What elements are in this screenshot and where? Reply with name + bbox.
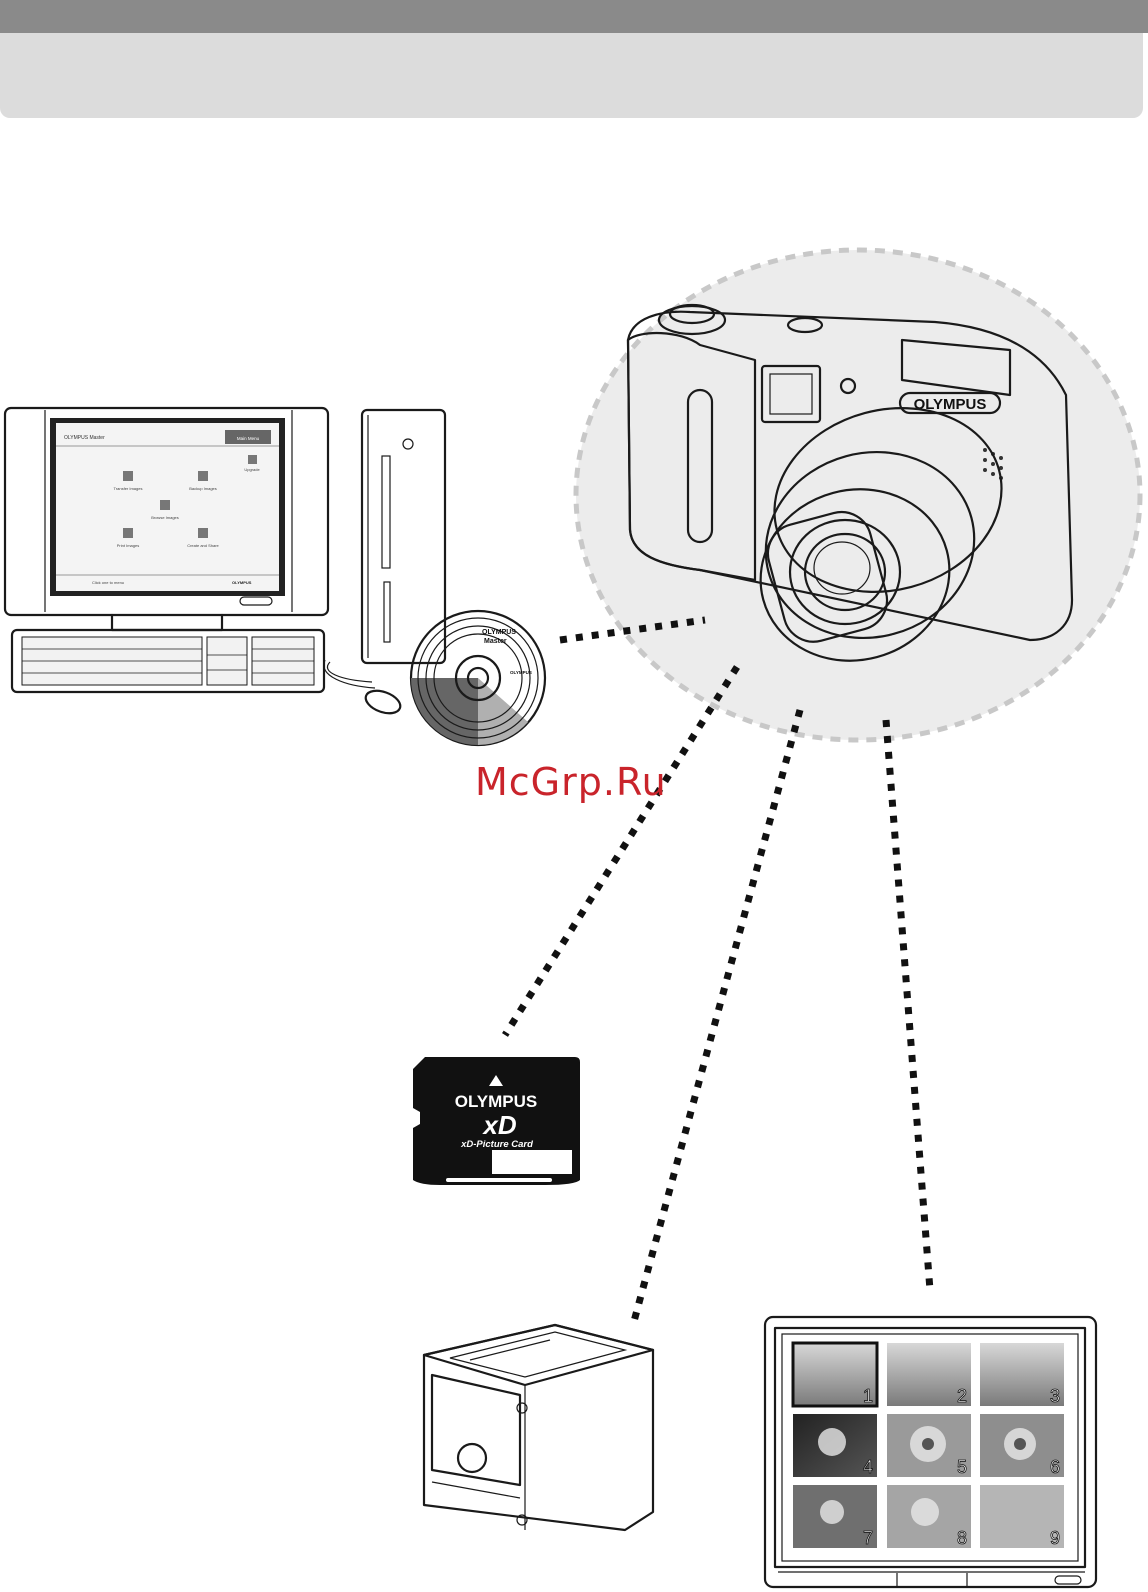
computer-illustration: OLYMPUS Master Main Menu Transfer Images… [5, 408, 445, 718]
line-to-xd-card [505, 667, 737, 1035]
thumbnail-label-3: 3 [1050, 1386, 1060, 1406]
xd-logo: xD [481, 1110, 516, 1140]
menu-item-create: Create and Share [187, 543, 219, 548]
tv-thumbnail-grid: 1 2 3 4 5 6 7 8 9 [793, 1343, 1064, 1548]
screen-status-text: Click one to menu [92, 580, 124, 585]
xd-label-area [492, 1150, 572, 1174]
upgrade-icon [248, 455, 257, 464]
menu-item-upgrade: Upgrade [244, 467, 260, 472]
transfer-images-icon [123, 471, 133, 481]
menu-item-print: Print Images [117, 543, 139, 548]
television: 1 2 3 4 5 6 7 8 9 [765, 1317, 1096, 1587]
xd-brand: OLYMPUS [455, 1092, 538, 1111]
printer-front-door [432, 1375, 520, 1485]
print-images-icon [123, 528, 133, 538]
thumbnail-label-5: 5 [957, 1457, 967, 1477]
menu-item-browse: Browse Images [151, 515, 179, 520]
thumbnail-label-2: 2 [957, 1386, 967, 1406]
computer-tower [362, 410, 445, 663]
cd-label-line2: Master [484, 638, 507, 645]
xd-label: xD-Picture Card [460, 1139, 533, 1150]
menu-item-transfer: Transfer Images [114, 486, 143, 491]
cd-brand: OLYMPUS [510, 670, 532, 675]
thumbnail-label-6: 6 [1050, 1457, 1060, 1477]
mouse [363, 686, 404, 717]
printer [424, 1325, 653, 1530]
cd-rom: OLYMPUS Master OLYMPUS [411, 611, 545, 745]
screen-brand: OLYMPUS [232, 580, 252, 585]
thumbnail-label-8: 8 [957, 1528, 967, 1548]
screen-title: OLYMPUS Master [64, 435, 105, 441]
menu-item-backup: Backup Images [189, 486, 217, 491]
thumbnail-label-1: 1 [863, 1386, 873, 1406]
watermark-text: McGrp.Ru [475, 760, 667, 804]
thumbnail-label-7: 7 [863, 1528, 873, 1548]
tv-power-indicator [1055, 1576, 1081, 1584]
thumbnail-label-9: 9 [1050, 1528, 1060, 1548]
browse-images-icon [160, 500, 170, 510]
backup-images-icon [198, 471, 208, 481]
create-share-icon [198, 528, 208, 538]
screen-main-menu-label: Main Menu [237, 436, 260, 441]
xd-picture-card: OLYMPUS xD xD-Picture Card [413, 1057, 580, 1185]
line-to-tv [886, 720, 930, 1290]
cd-label-line1: OLYMPUS [482, 629, 516, 636]
printer-button [458, 1444, 486, 1472]
thumbnail-label-4: 4 [863, 1457, 873, 1477]
power-button [403, 439, 413, 449]
